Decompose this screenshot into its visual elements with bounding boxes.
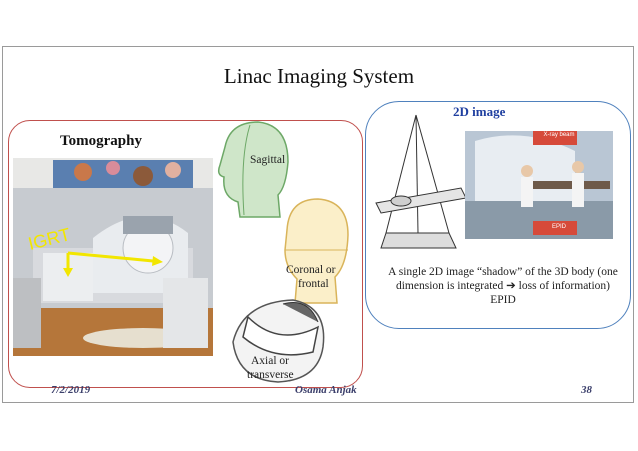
epid-label: EPID: [551, 224, 566, 230]
sagittal-head-icon: [217, 121, 289, 218]
image2d-panel: [365, 101, 631, 329]
linac-room-photo: [13, 158, 213, 356]
caption-line2: dimension is integrated ➔ loss of inform…: [395, 280, 611, 306]
caption-line1: A single 2D image “shadow” of the 3D bod…: [388, 266, 618, 278]
slide: Linac Imaging System Tomography IGRT Sag…: [2, 46, 634, 403]
coronal-head-icon: [284, 198, 349, 304]
treatment-room-photo: [465, 131, 613, 239]
tomography-panel: [8, 120, 363, 388]
footer-author: Osama Anjak: [295, 384, 357, 396]
tomography-label: Tomography: [60, 133, 142, 149]
image2d-label: 2D image: [453, 104, 506, 119]
igrt-arrow: [63, 251, 163, 277]
projection-diagram: [375, 114, 467, 249]
xray-beam-label: X-ray beam: [543, 132, 575, 138]
axial-label-line2: transverse: [247, 369, 294, 381]
sagittal-label: Sagittal: [250, 154, 286, 166]
axial-head-icon: [232, 299, 325, 383]
footer-page: 38: [581, 384, 592, 396]
axial-label-line1: Axial or: [251, 355, 290, 367]
slide-title: Linac Imaging System: [223, 64, 415, 88]
coronal-label-line1: Coronal or: [286, 264, 336, 276]
coronal-label-line2: frontal: [298, 278, 329, 290]
footer-date: 7/2/2019: [51, 384, 91, 396]
